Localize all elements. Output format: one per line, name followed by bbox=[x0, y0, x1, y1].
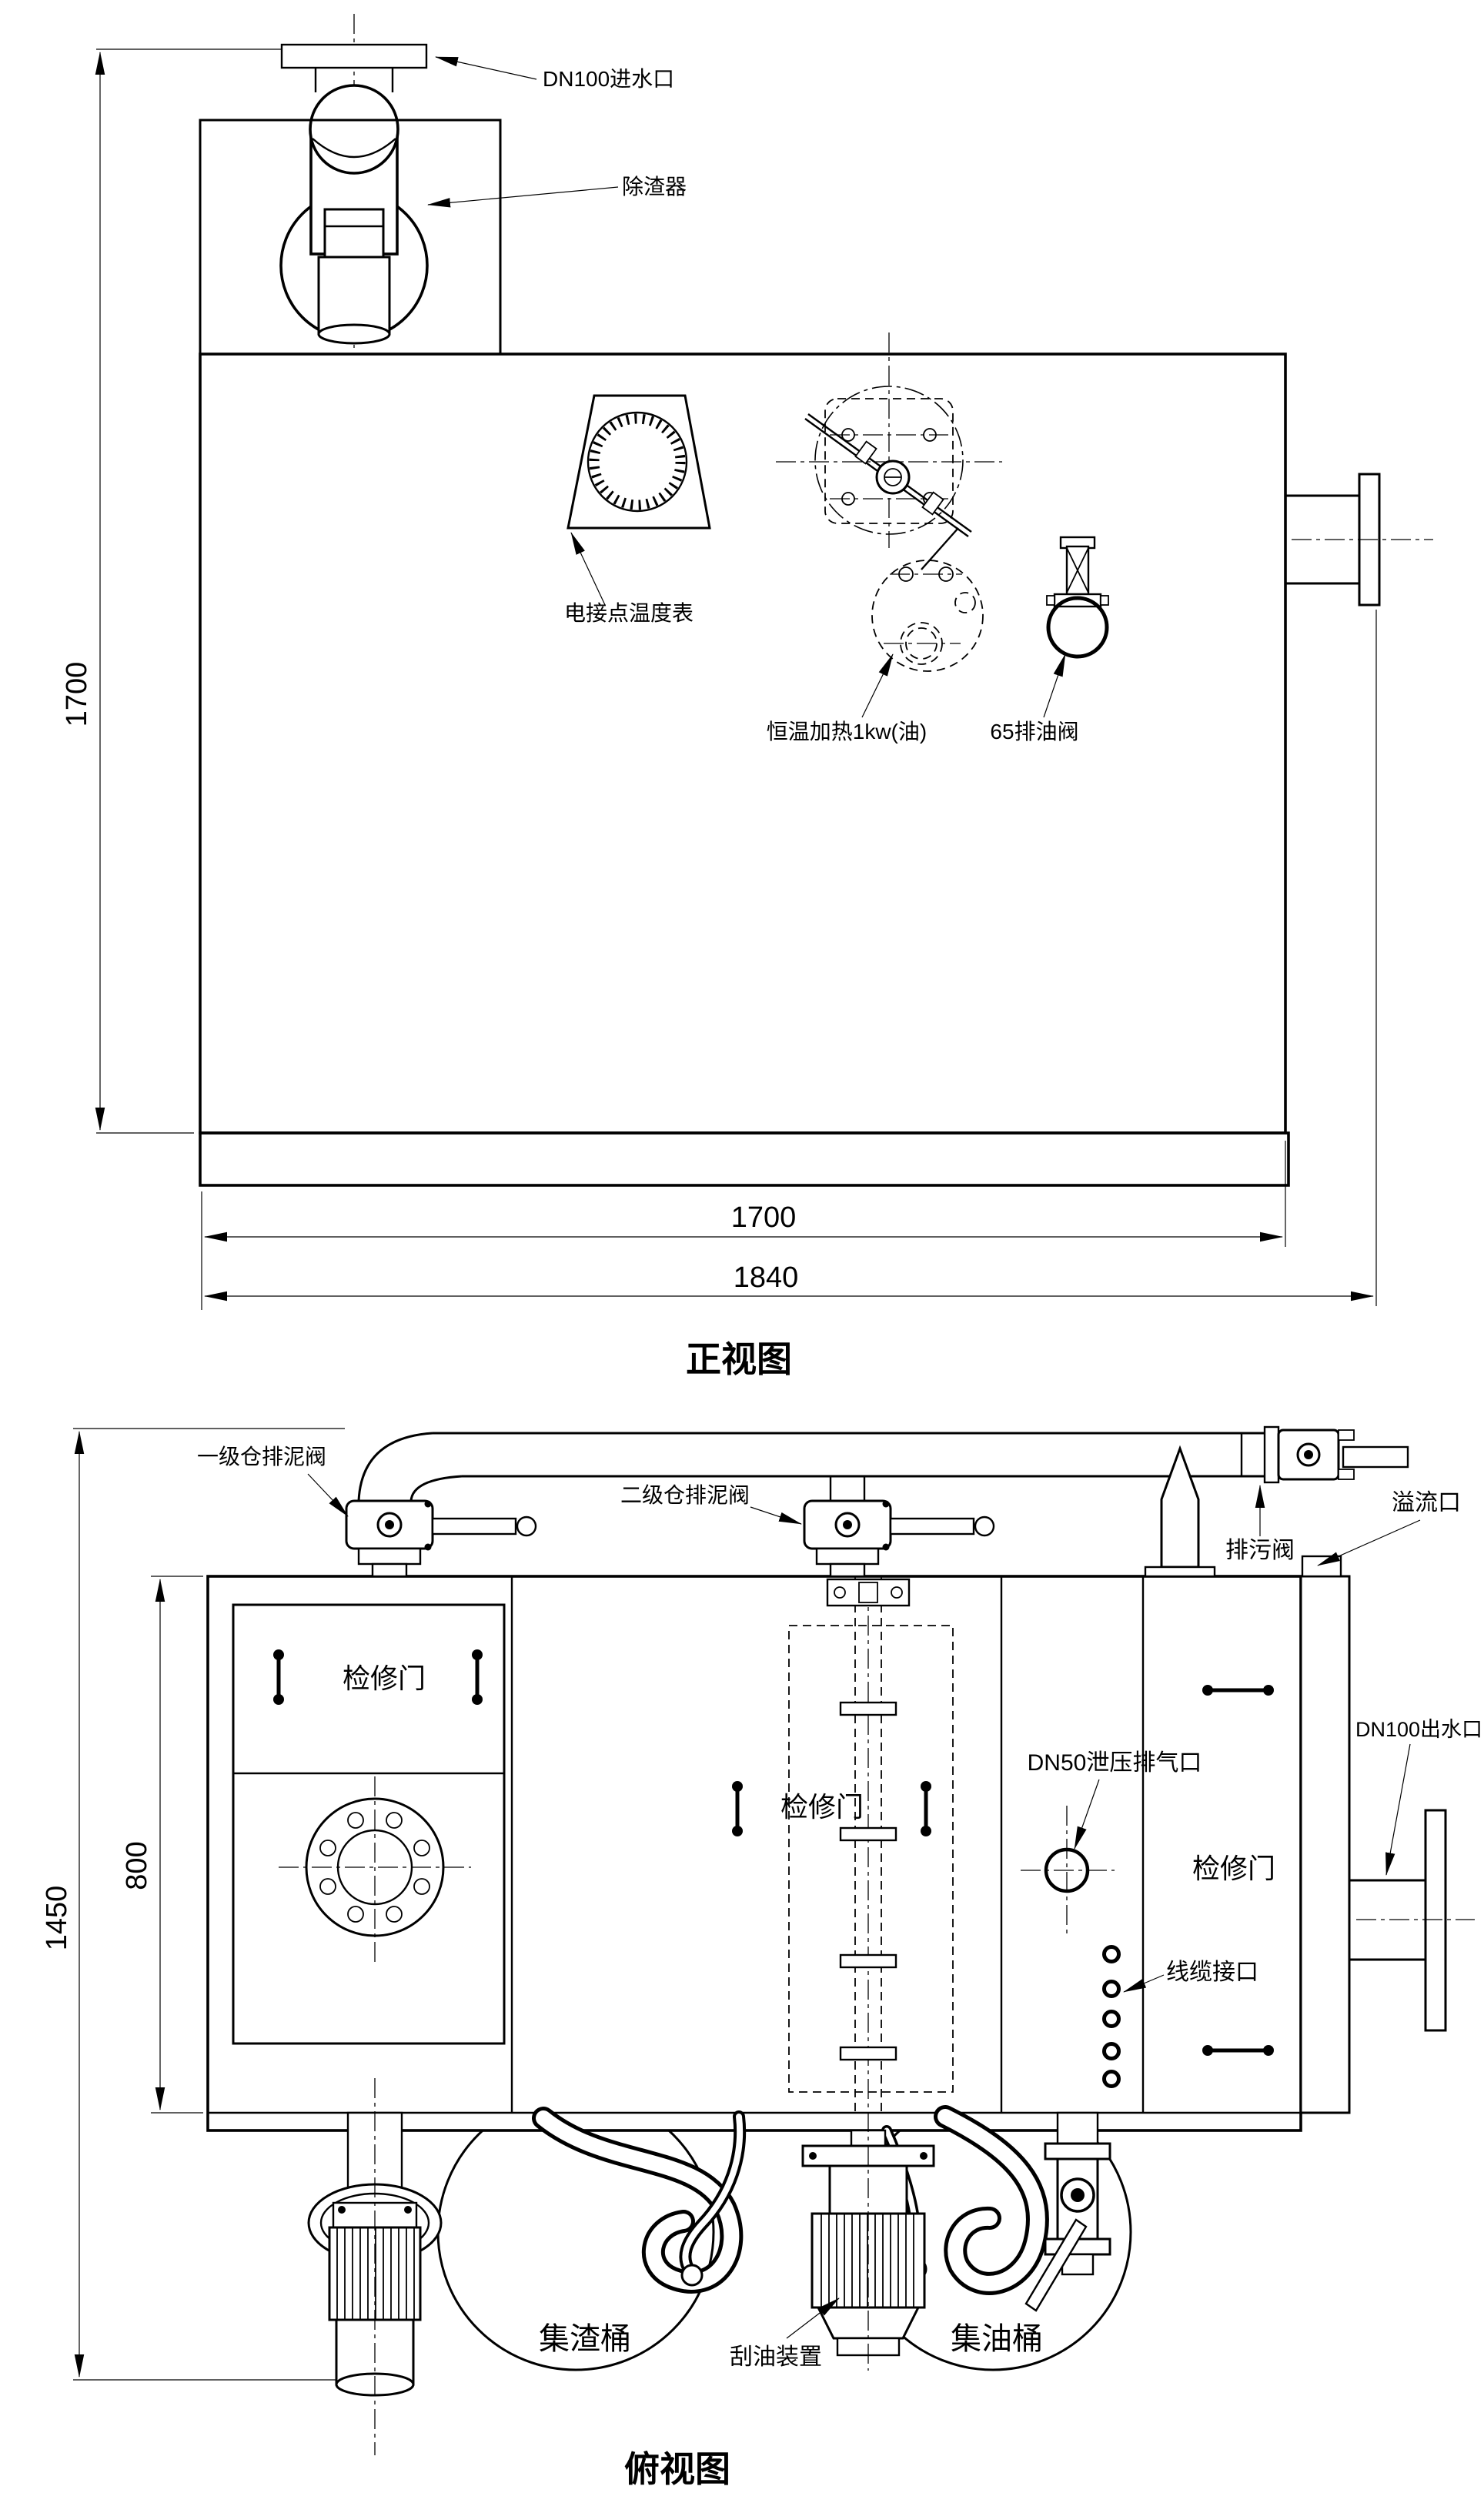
pump-fins bbox=[336, 2227, 415, 2320]
dim-inner-width-value: 1700 bbox=[731, 1201, 797, 1234]
oil-valve-flange-top bbox=[1044, 2142, 1111, 2160]
stage2-mud-valve-label: 二级仓排泥阀 bbox=[620, 1483, 750, 1507]
blowdown-valve bbox=[1263, 1425, 1409, 1484]
valve1-handle-ring bbox=[516, 1515, 537, 1537]
valve2-flange bbox=[815, 1547, 880, 1566]
center-door-handles bbox=[732, 1781, 931, 1836]
dim-height-value: 1700 bbox=[61, 662, 93, 727]
scraper-paddle bbox=[839, 1826, 897, 1842]
scraper-paddle bbox=[839, 2046, 897, 2061]
blowdown-flange bbox=[1263, 1425, 1280, 1484]
front-view-labels: DN100进水口 除渣器 电接点温度表 恒温加热1kw(油) 65排油阀 正视图 bbox=[427, 56, 1079, 1379]
scraper-conveyor-hidden bbox=[788, 1576, 954, 2371]
relief-vent-label: DN50泄压排气口 bbox=[1028, 1750, 1202, 1776]
heater-body-hidden bbox=[871, 560, 984, 672]
oil-valve-stub bbox=[1056, 2111, 1099, 2145]
blowdown-handle bbox=[1342, 1445, 1409, 1469]
scraper-paddle bbox=[839, 1701, 897, 1716]
strainer-inner-box bbox=[323, 208, 385, 259]
oil-bucket-valve bbox=[1024, 2111, 1111, 2312]
heater-mount bbox=[776, 333, 1002, 570]
pipe-riser-flange bbox=[1144, 1566, 1216, 1578]
left-door-handles bbox=[273, 1649, 483, 1705]
inlet-label: DN100进水口 bbox=[543, 67, 674, 91]
slag-pump bbox=[307, 2078, 443, 2455]
cable-ports-label: 线缆接口 bbox=[1166, 1960, 1258, 1985]
top-view-title: 俯视图 bbox=[624, 2449, 730, 2489]
mud-pipe-elbow bbox=[357, 1432, 463, 1502]
tank-plan-body bbox=[206, 1575, 1302, 2132]
outlet-channel bbox=[1299, 1575, 1351, 2114]
plan-outlet-flange bbox=[1424, 1809, 1447, 2032]
scraper-top-bearing bbox=[826, 1578, 911, 1607]
left-chamber-box bbox=[232, 1603, 506, 2045]
mount-to-heater-link bbox=[921, 527, 959, 570]
valve1-stem bbox=[371, 1562, 408, 1578]
heater-label: 恒温加热1kw(油) bbox=[767, 720, 927, 744]
top-view-labels: 一级仓排泥阀 二级仓排泥阀 排污阀 溢流口 DN100出水口 DN50泄压排气口… bbox=[197, 1445, 1482, 2489]
cable-ports bbox=[1102, 1945, 1121, 2088]
scraper-frame-hidden bbox=[788, 1625, 954, 2093]
strainer-label: 除渣器 bbox=[622, 175, 687, 199]
top-view-dimensions: 1450 800 bbox=[41, 1428, 385, 2381]
thermometer-ticks bbox=[589, 413, 686, 510]
access-door-left-label: 检修门 bbox=[343, 1663, 426, 1694]
front-view: 1700 1700 1840 bbox=[61, 14, 1433, 1379]
overflow-label: 溢流口 bbox=[1392, 1490, 1461, 1515]
front-view-title: 正视图 bbox=[686, 1339, 792, 1379]
blowdown-valve-label: 排污阀 bbox=[1225, 1538, 1295, 1563]
stage1-mud-valve-label: 一级仓排泥阀 bbox=[197, 1445, 326, 1469]
access-door-center-label: 检修门 bbox=[780, 1791, 864, 1823]
heater bbox=[871, 560, 984, 672]
oil-scraper-label: 刮油装置 bbox=[730, 2344, 822, 2370]
right-door-handles bbox=[1202, 1685, 1274, 2056]
mount-bolt-circle bbox=[814, 386, 964, 535]
oil-bucket-label: 集油桶 bbox=[951, 2322, 1043, 2356]
slag-bucket-label: 集渣桶 bbox=[539, 2322, 631, 2356]
top-piping bbox=[345, 1425, 1409, 1578]
tank-plan-internals bbox=[232, 1555, 1475, 2371]
mount-plate-hidden bbox=[824, 398, 954, 524]
valve2-stem bbox=[829, 1562, 866, 1578]
scraper-fins bbox=[821, 2214, 914, 2307]
front-outlet-pipe bbox=[1285, 473, 1433, 607]
plan-outlet-pipe bbox=[1349, 1809, 1475, 2032]
valve2-handle-ring bbox=[974, 1515, 995, 1537]
strainer-assembly bbox=[279, 43, 429, 345]
strainer-ball-seam bbox=[312, 138, 396, 159]
chamber-dividers bbox=[510, 1576, 1145, 2113]
stage1-mud-valve bbox=[345, 1499, 537, 1578]
outlet-label: DN100出水口 bbox=[1355, 1718, 1482, 1741]
scraper-shaft-hidden bbox=[854, 1576, 882, 2113]
strainer-cup bbox=[317, 256, 391, 336]
strainer-cup-rim bbox=[317, 323, 391, 345]
strainer-ball bbox=[309, 84, 399, 175]
valve1-handle bbox=[431, 1517, 517, 1536]
valve-body bbox=[1046, 596, 1109, 659]
thermometer-housing bbox=[567, 394, 711, 530]
thermometer-dial bbox=[587, 411, 688, 513]
access-door-right-label: 检修门 bbox=[1192, 1853, 1275, 1884]
dim-overall-depth-value: 1450 bbox=[41, 1886, 73, 1951]
left-chamber-flange bbox=[279, 1776, 471, 1964]
scraper-paddle bbox=[839, 1953, 897, 1969]
relief-vent-port bbox=[1021, 1806, 1115, 1933]
oil-valve-lever bbox=[1024, 2218, 1088, 2312]
oil-drain-valve bbox=[1046, 536, 1109, 659]
valve1-flange bbox=[357, 1547, 422, 1566]
thermometer-label: 电接点温度表 bbox=[564, 601, 694, 625]
dim-chamber-depth-value: 800 bbox=[121, 1841, 153, 1890]
stage2-mud-valve bbox=[803, 1476, 995, 1578]
top-view: 1450 800 bbox=[41, 1425, 1482, 2489]
front-view-dimensions: 1700 1700 1840 bbox=[61, 48, 1377, 1310]
tank-base bbox=[199, 1131, 1290, 1187]
mud-pipe bbox=[433, 1432, 1265, 1478]
overflow-stub bbox=[1301, 1555, 1342, 1578]
inlet-flange bbox=[280, 43, 428, 69]
oil-drain-valve-label: 65排油阀 bbox=[990, 720, 1078, 744]
valve2-handle bbox=[889, 1517, 975, 1536]
dim-overall-width-value: 1840 bbox=[734, 1262, 799, 1294]
thermometer bbox=[567, 394, 711, 530]
